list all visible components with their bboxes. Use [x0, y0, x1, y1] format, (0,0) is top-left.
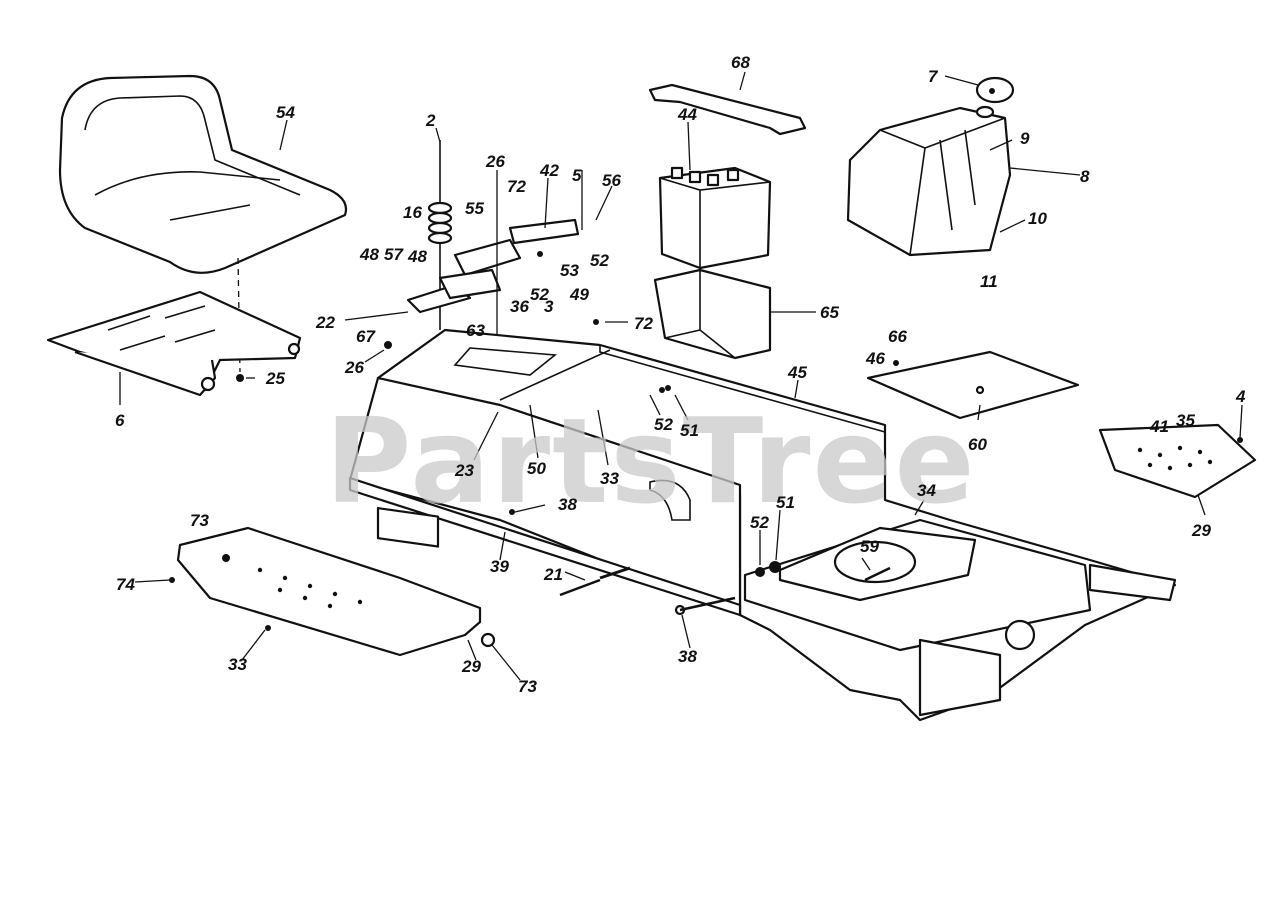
battery-part	[658, 166, 772, 270]
callout-65: 65	[820, 303, 839, 322]
callout-66: 66	[888, 327, 907, 346]
fuel-tank-part	[846, 76, 1015, 257]
callout-68: 68	[731, 53, 750, 72]
callout-10: 10	[1028, 209, 1047, 228]
callout-74: 74	[116, 575, 135, 594]
callout-59: 59	[860, 537, 879, 556]
hardware-parts	[169, 88, 1243, 631]
callout-52c: 52	[654, 415, 673, 434]
callout-54: 54	[276, 103, 295, 122]
callout-11: 11	[980, 272, 998, 291]
leader-lines	[119, 71, 1243, 681]
callout-21: 21	[543, 565, 563, 584]
callout-60: 60	[968, 435, 987, 454]
callout-6: 6	[115, 411, 125, 430]
callout-38: 38	[558, 495, 577, 514]
callout-7: 7	[928, 67, 939, 86]
callout-5: 5	[572, 166, 582, 185]
callout-67: 67	[356, 327, 376, 346]
callout-73b: 73	[518, 677, 537, 696]
seat-adjust-bracket-part	[406, 218, 580, 400]
callout-25: 25	[265, 369, 285, 388]
callout-53: 53	[560, 261, 579, 280]
callout-8: 8	[1080, 167, 1090, 186]
callout-72b: 72	[634, 314, 653, 333]
callout-49: 49	[569, 285, 589, 304]
callout-39: 39	[490, 557, 509, 576]
callout-38b: 38	[678, 647, 697, 666]
callout-16: 16	[403, 203, 422, 222]
callout-29: 29	[1191, 521, 1211, 540]
callout-26b: 26	[344, 358, 364, 377]
callout-36: 36	[510, 297, 529, 316]
callout-41: 41	[1149, 417, 1169, 436]
callout-9: 9	[1020, 129, 1030, 148]
callout-48b: 48	[407, 247, 427, 266]
battery-tray-part	[653, 268, 772, 360]
callout-52d: 52	[750, 513, 769, 532]
callout-48: 48	[359, 245, 379, 264]
callout-52b: 52	[530, 285, 549, 304]
callout-57: 57	[384, 245, 404, 264]
callout-3: 3	[544, 297, 554, 316]
callout-35: 35	[1176, 411, 1195, 430]
seat-part	[58, 74, 348, 274]
callout-45: 45	[787, 363, 807, 382]
callout-63: 63	[466, 321, 485, 340]
callout-55: 55	[465, 199, 484, 218]
callout-22: 22	[315, 313, 335, 332]
callout-56: 56	[602, 171, 621, 190]
callout-42: 42	[539, 161, 559, 180]
callout-44: 44	[677, 105, 697, 124]
callout-26: 26	[485, 152, 505, 171]
callout-50: 50	[527, 459, 546, 478]
right-footrest-part	[1098, 423, 1257, 499]
callout-2: 2	[425, 111, 436, 130]
callout-23: 23	[454, 461, 474, 480]
callout-labels: 54 2 26 72 42 5 56 16 55 53 52 48 57 48 …	[115, 53, 1246, 696]
callout-51b: 51	[776, 493, 795, 512]
battery-strap-part	[648, 83, 807, 136]
left-footrest-part	[176, 526, 496, 657]
callout-29b: 29	[461, 657, 481, 676]
callout-73: 73	[190, 511, 209, 530]
fender-plate-part	[866, 350, 1080, 420]
callout-4: 4	[1235, 387, 1246, 406]
callout-51: 51	[680, 421, 699, 440]
callout-52: 52	[590, 251, 609, 270]
main-frame-part	[348, 328, 1177, 722]
callout-34: 34	[917, 481, 936, 500]
callout-33: 33	[600, 469, 619, 488]
callout-46: 46	[865, 349, 885, 368]
seat-plate-part	[46, 290, 302, 397]
callout-33b: 33	[228, 655, 247, 674]
watermark-text: PartsTree	[325, 392, 977, 530]
callout-72: 72	[507, 177, 526, 196]
